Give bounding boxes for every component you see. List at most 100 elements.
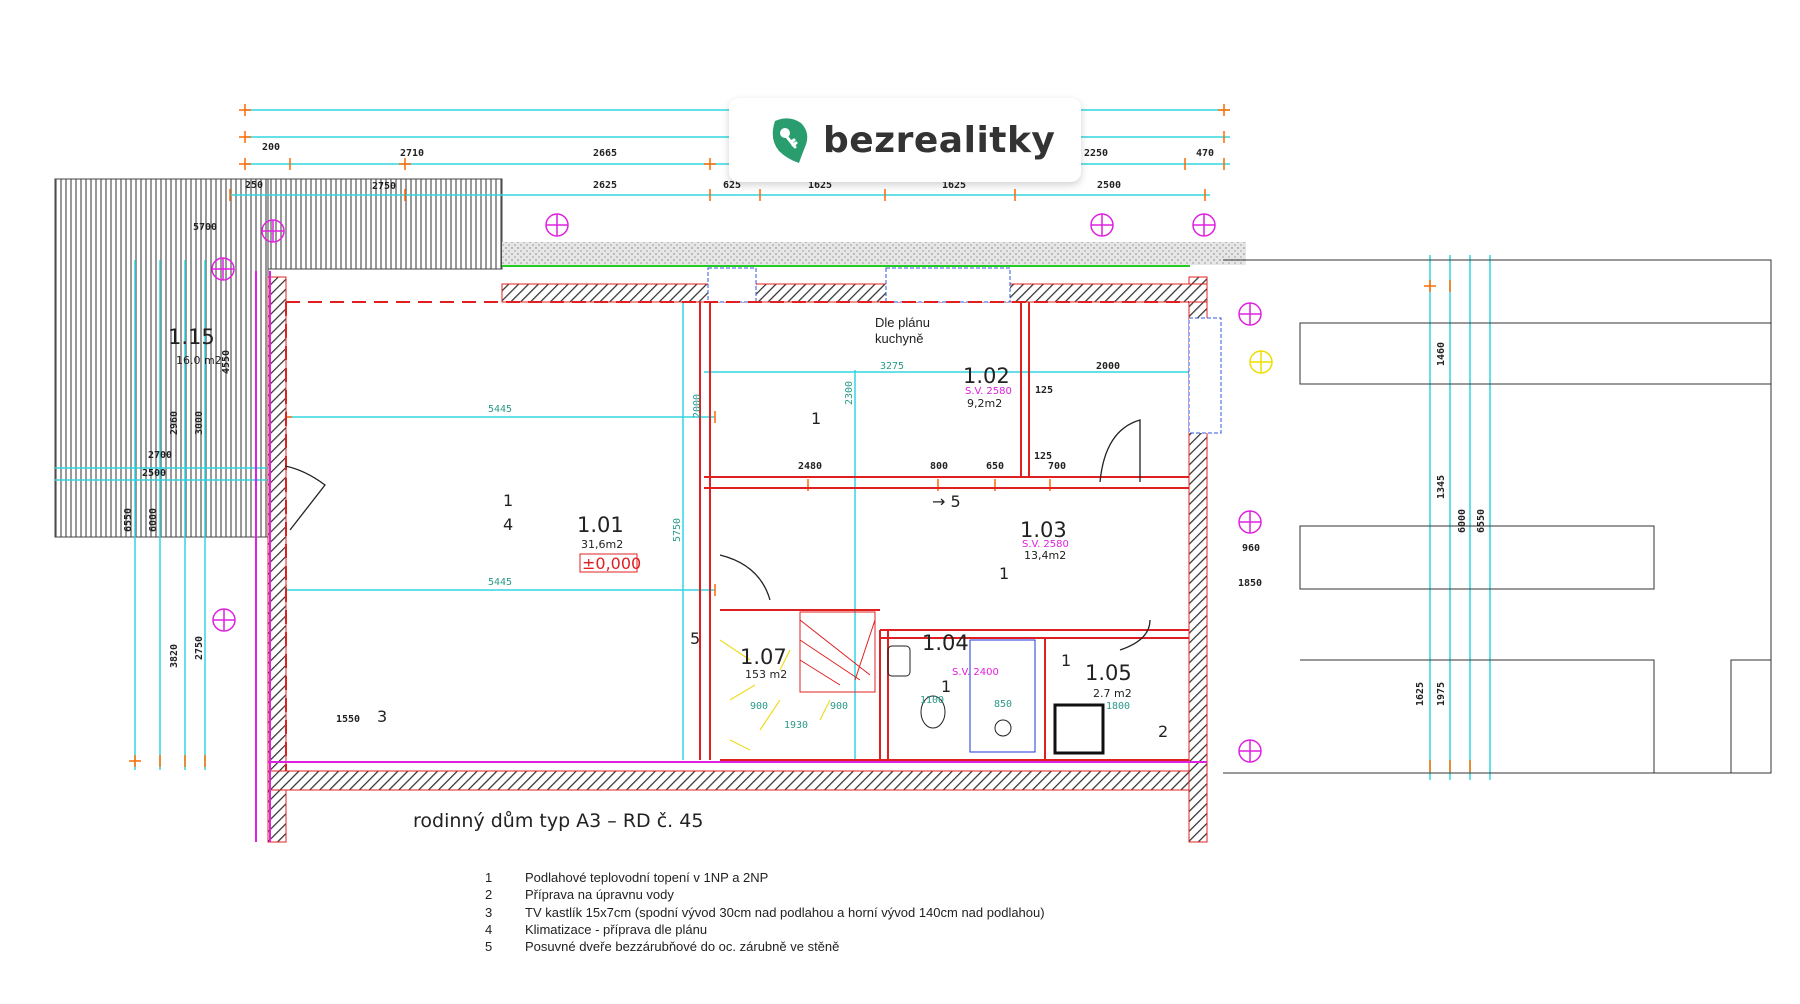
dimension-label: 2000 xyxy=(1096,361,1120,372)
dimension-label: 2250 xyxy=(1084,148,1108,159)
kitchen-note: kuchyně xyxy=(875,331,923,346)
dimension-label: 1625 xyxy=(942,180,966,191)
dimension-label: 5445 xyxy=(488,404,512,415)
legend: 1 Podlahové teplovodní topení v 1NP a 2NP… xyxy=(485,869,1045,955)
dimension-label: 2665 xyxy=(593,148,617,159)
dimension-label: 1975 xyxy=(1436,682,1447,706)
dimension-label: 1800 xyxy=(1106,701,1130,712)
note-marker: 1 xyxy=(941,677,951,696)
legend-item: 2 Příprava na úpravnu vody xyxy=(485,886,1045,903)
room-number: 1.04 xyxy=(922,631,969,655)
dimension-label: 2625 xyxy=(593,180,617,191)
dimension-label: 700 xyxy=(1048,461,1066,472)
heating-lines xyxy=(719,639,831,751)
room-number: 1.07 xyxy=(740,645,787,669)
dimension-label: 125 xyxy=(1034,451,1052,462)
legend-text: Posuvné dveře bezzárubňové do oc. zárubn… xyxy=(525,939,840,955)
dimension-label: 6000 xyxy=(1457,509,1468,533)
dimension-label: 5700 xyxy=(193,222,217,233)
staircase xyxy=(799,611,876,693)
dimension-label: 2750 xyxy=(372,181,396,192)
dimension-label: 2500 xyxy=(1097,180,1121,191)
dimension-label: 470 xyxy=(1196,148,1214,159)
legend-number: 3 xyxy=(485,904,493,920)
note-marker: 1 xyxy=(1061,651,1071,670)
dimension-label: 6550 xyxy=(123,508,134,532)
dimension-label: 1625 xyxy=(1415,682,1426,706)
bathroom-fixtures xyxy=(887,639,1105,755)
dimension-label: 200 xyxy=(262,142,280,153)
dimension-label: 2960 xyxy=(169,411,180,435)
room-height: S.V. 2400 xyxy=(952,667,999,678)
note-marker: 1 xyxy=(999,564,1009,583)
dimension-label: 1100 xyxy=(920,695,944,706)
legend-number: 1 xyxy=(485,870,493,886)
terrace-deck xyxy=(54,178,503,538)
room-number: 1.15 xyxy=(168,325,215,349)
room-area: 9,2m2 xyxy=(967,397,1002,410)
floor-level: ±0,000 xyxy=(582,554,641,573)
walls xyxy=(267,267,1222,843)
dimension-label: 1550 xyxy=(336,714,360,725)
brand-name: bezrealitky xyxy=(823,119,1056,161)
note-marker: 5 xyxy=(690,629,700,648)
legend-item: 3 TV kastlík 15x7cm (spodní vývod 30cm na… xyxy=(485,904,1045,921)
legend-number: 4 xyxy=(485,922,493,938)
dimension-label: 1625 xyxy=(808,180,832,191)
dimension-label: 625 xyxy=(723,180,741,191)
dimension-label: 2710 xyxy=(400,148,424,159)
legend-text: Podlahové teplovodní topení v 1NP a 2NP xyxy=(525,870,769,886)
dimension-label: 2480 xyxy=(798,461,822,472)
dimension-label: 3820 xyxy=(169,644,180,668)
dimension-labels: 2710 2665 2250 470 200 2625 625 1625 162… xyxy=(123,142,1487,731)
room-area: 31,6m2 xyxy=(581,538,623,551)
dimension-label: 1850 xyxy=(1238,578,1262,589)
legend-item: 5 Posuvné dveře bezzárubňové do oc. zárub… xyxy=(485,938,1045,955)
dimension-label: 250 xyxy=(245,180,263,191)
axis-markers xyxy=(211,213,1273,763)
dimension-label: 2500 xyxy=(142,468,166,479)
dimension-label: 960 xyxy=(1242,543,1260,554)
dimension-label: 5750 xyxy=(672,518,683,542)
key-pin-icon xyxy=(772,118,808,163)
dimension-label: 6000 xyxy=(148,508,159,532)
room-number: 1.05 xyxy=(1085,661,1132,685)
note-marker: 1 xyxy=(503,491,513,510)
dimension-label: 2300 xyxy=(844,381,855,405)
room-number: 1.02 xyxy=(963,364,1010,388)
gravel-strip xyxy=(502,242,1246,265)
room-area: 16.0 m2 xyxy=(176,354,222,367)
dimension-label: 900 xyxy=(750,701,768,712)
note-marker: 4 xyxy=(503,515,513,534)
legend-number: 5 xyxy=(485,939,493,955)
room-number: 1.01 xyxy=(577,513,624,537)
legend-number: 2 xyxy=(485,887,493,903)
dimension-label: 1345 xyxy=(1436,475,1447,499)
room-number: 1.03 xyxy=(1020,518,1067,542)
note-marker: 2 xyxy=(1158,722,1168,741)
dimension-label: 125 xyxy=(1035,385,1053,396)
dimension-label: 1930 xyxy=(784,720,808,731)
dimension-label: 3000 xyxy=(194,411,205,435)
room-height: S.V. 2580 xyxy=(965,386,1012,397)
note-marker: → 5 xyxy=(932,492,961,511)
brand-logo[interactable]: bezrealitky xyxy=(729,98,1081,182)
dimension-label: 6550 xyxy=(1476,509,1487,533)
legend-item: 1 Podlahové teplovodní topení v 1NP a 2NP xyxy=(485,869,1045,886)
note-marker: 1 xyxy=(811,409,821,428)
dimension-label: 900 xyxy=(830,701,848,712)
doors xyxy=(284,419,1151,651)
legend-text: TV kastlík 15x7cm (spodní vývod 30cm nad… xyxy=(525,904,1045,920)
dimension-label: 650 xyxy=(986,461,1004,472)
dimension-label: 1460 xyxy=(1436,342,1447,366)
room-area: 153 m2 xyxy=(745,668,787,681)
note-marker: 3 xyxy=(377,707,387,726)
dimension-label: 850 xyxy=(994,699,1012,710)
legend-text: Příprava na úpravnu vody xyxy=(525,887,674,903)
dimension-label: 2750 xyxy=(194,636,205,660)
dimension-label: 2700 xyxy=(148,450,172,461)
dimension-label: 2000 xyxy=(692,394,703,418)
dimension-label: 5445 xyxy=(488,577,512,588)
